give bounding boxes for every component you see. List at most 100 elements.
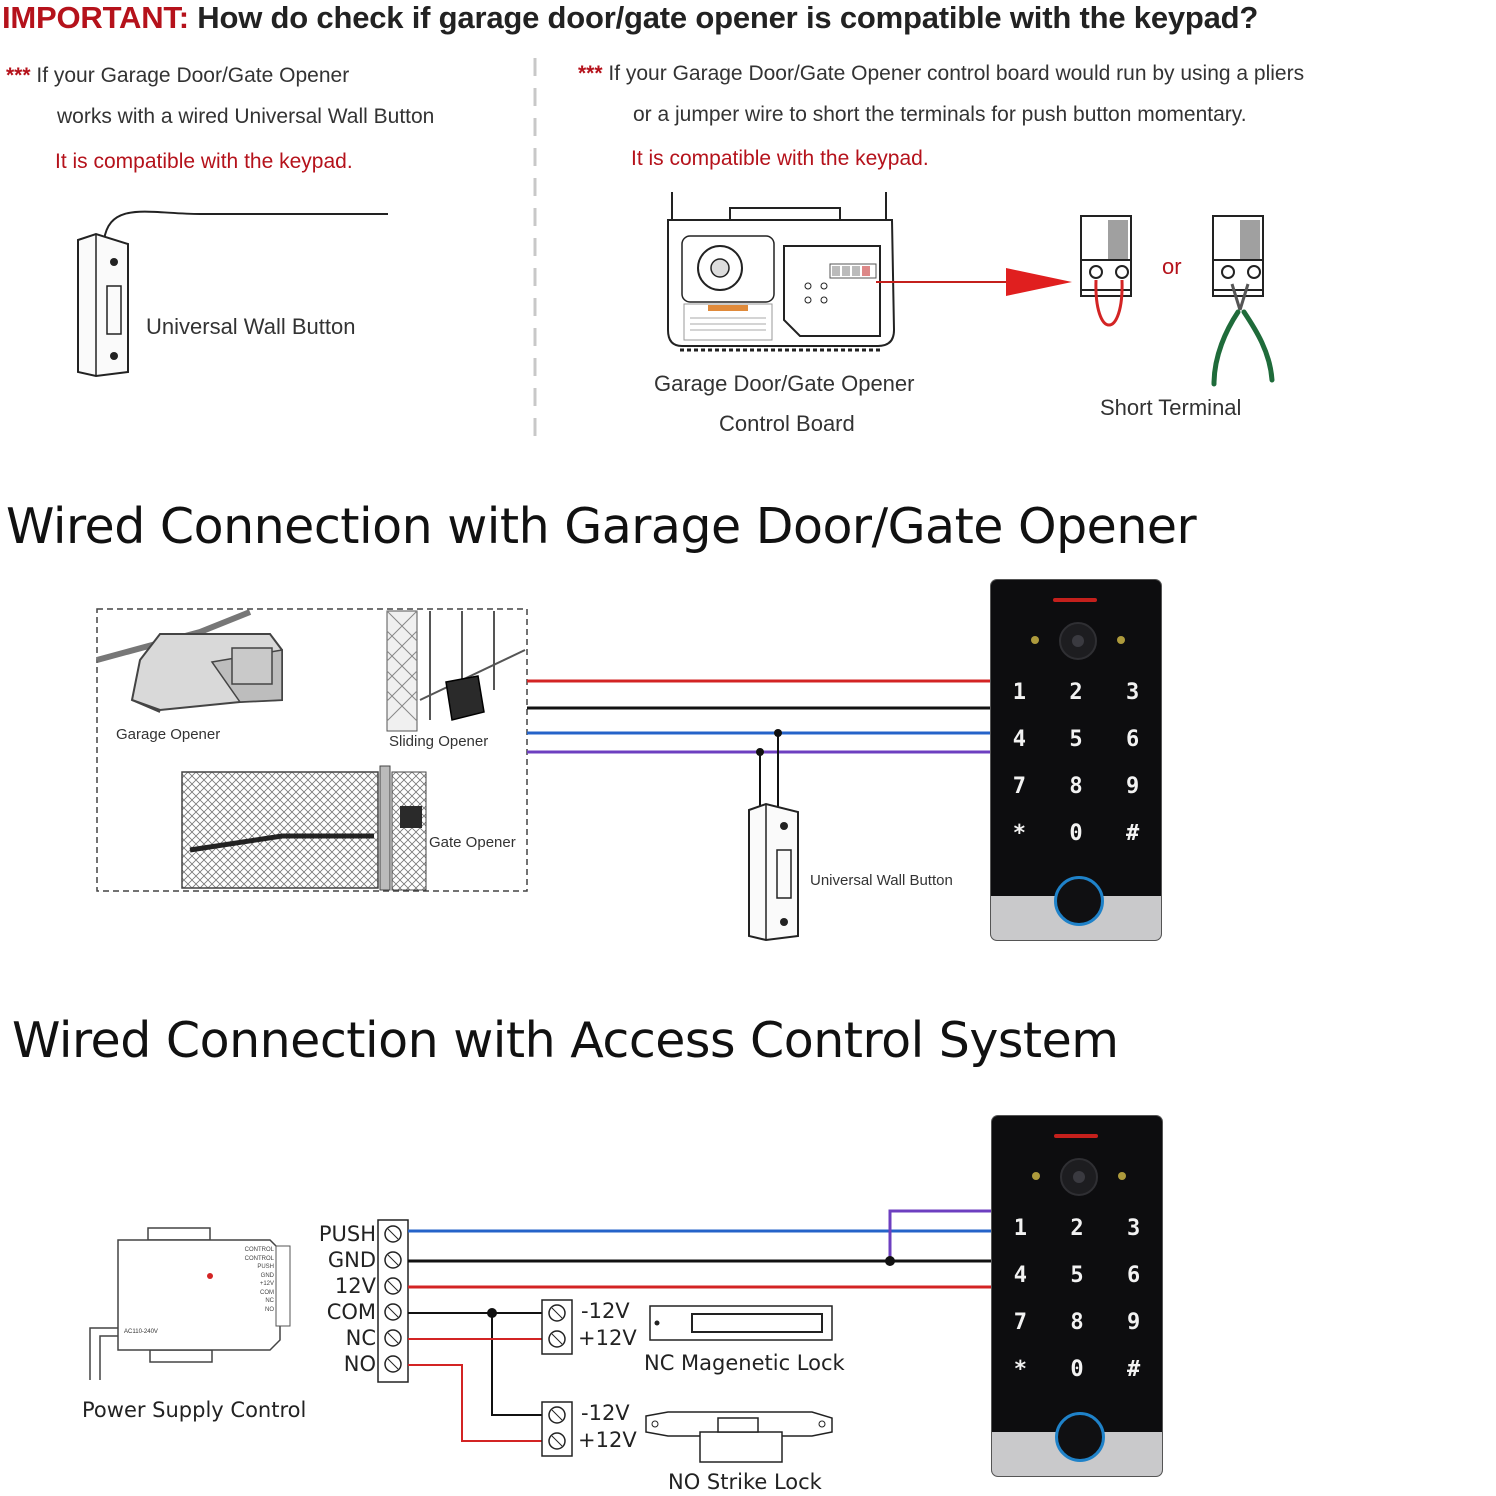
strike-terminals bbox=[541, 1401, 573, 1457]
red-arrow bbox=[876, 268, 1072, 296]
key-7[interactable]: 7 bbox=[1013, 1310, 1027, 1335]
key-4[interactable]: 4 bbox=[1012, 727, 1026, 752]
section-access-title: Wired Connection with Access Control Sys… bbox=[12, 1012, 1119, 1069]
terminal-block-jumper bbox=[1080, 215, 1132, 327]
key-star[interactable]: * bbox=[1013, 1357, 1027, 1382]
terminal-label-push: PUSH bbox=[318, 1222, 376, 1246]
wall-button-middle bbox=[748, 802, 799, 942]
access-wires bbox=[408, 1209, 992, 1442]
right-stars: *** bbox=[578, 62, 603, 85]
keypad-access: 1 2 3 4 5 6 7 8 9 * 0 # bbox=[992, 1116, 1162, 1476]
psu-label-com: COM bbox=[260, 1289, 274, 1296]
gate-opener-drawing bbox=[181, 765, 427, 891]
key-5[interactable]: 5 bbox=[1069, 727, 1083, 752]
indicator-led-left bbox=[1032, 1172, 1040, 1180]
key-bell[interactable]: # bbox=[1126, 821, 1140, 846]
key-5[interactable]: 5 bbox=[1070, 1263, 1084, 1288]
key-9[interactable]: 9 bbox=[1127, 1310, 1141, 1335]
wall-button-top bbox=[77, 210, 388, 378]
strike-lock-drawing bbox=[645, 1411, 833, 1463]
key-2[interactable]: 2 bbox=[1070, 1216, 1084, 1241]
garage-wires bbox=[527, 679, 992, 810]
psu-side-labels: CONTROL CONTROL PUSH GND +12V COM NC NO bbox=[228, 1246, 274, 1314]
key-0[interactable]: 0 bbox=[1069, 821, 1083, 846]
key-9[interactable]: 9 bbox=[1126, 774, 1140, 799]
key-8[interactable]: 8 bbox=[1069, 774, 1083, 799]
status-bar bbox=[1053, 598, 1097, 602]
right-compatible: It is compatible with the keypad. bbox=[631, 147, 929, 170]
psu-input-label: AC110-240V bbox=[124, 1329, 158, 1335]
wall-button-label-top: Universal Wall Button bbox=[146, 314, 356, 339]
power-supply-drawing bbox=[89, 1227, 291, 1380]
magnetic-lock-drawing bbox=[649, 1305, 833, 1341]
psu-label: Power Supply Control bbox=[82, 1398, 307, 1422]
header-question: How do check if garage door/gate opener … bbox=[197, 0, 1259, 35]
psu-label-control-1: CONTROL bbox=[244, 1247, 274, 1253]
sliding-opener-drawing bbox=[386, 610, 526, 732]
key-7[interactable]: 7 bbox=[1012, 774, 1026, 799]
indicator-led-left bbox=[1031, 636, 1039, 644]
key-star[interactable]: * bbox=[1012, 821, 1026, 846]
left-stars: *** bbox=[6, 64, 31, 87]
board-label-1: Garage Door/Gate Opener bbox=[654, 371, 915, 396]
garage-opener-drawing bbox=[96, 609, 283, 713]
psu-label-push: PUSH bbox=[257, 1264, 274, 1270]
terminal-block-pliers bbox=[1211, 215, 1275, 387]
psu-label-control-2: CONTROL bbox=[244, 1255, 274, 1262]
strike-minus: -12V bbox=[581, 1401, 630, 1425]
maglock-terminals bbox=[541, 1299, 573, 1355]
fingerprint-sensor-icon[interactable] bbox=[1054, 876, 1104, 926]
key-1[interactable]: 1 bbox=[1012, 680, 1026, 705]
maglock-minus: -12V bbox=[581, 1299, 630, 1323]
terminal-label-12v: 12V bbox=[334, 1274, 376, 1298]
strike-plus: +12V bbox=[578, 1428, 637, 1452]
key-6[interactable]: 6 bbox=[1127, 1263, 1141, 1288]
key-4[interactable]: 4 bbox=[1013, 1263, 1027, 1288]
key-3[interactable]: 3 bbox=[1126, 680, 1140, 705]
left-line-1-text: If your Garage Door/Gate Opener bbox=[36, 64, 350, 87]
strike-lock-label: NO Strike Lock bbox=[668, 1470, 822, 1494]
keypad-garage: 1 2 3 4 5 6 7 8 9 * 0 # bbox=[991, 580, 1161, 940]
control-board-drawing bbox=[667, 192, 896, 352]
wall-button-label-middle: Universal Wall Button bbox=[810, 872, 953, 889]
terminal-label-nc: NC bbox=[345, 1326, 376, 1350]
psu-label-gnd: GND bbox=[260, 1272, 274, 1279]
keypad-keys: 1 2 3 4 5 6 7 8 9 * 0 # bbox=[991, 680, 1161, 846]
right-line-2: or a jumper wire to short the terminals … bbox=[633, 103, 1247, 126]
right-line-1: *** If your Garage Door/Gate Opener cont… bbox=[578, 62, 1304, 86]
key-bell[interactable]: # bbox=[1127, 1357, 1141, 1382]
sliding-opener-label: Sliding Opener bbox=[389, 733, 489, 750]
psu-label-no: NO bbox=[265, 1306, 274, 1313]
psu-label-nc: NC bbox=[265, 1298, 274, 1304]
terminal-label-no: NO bbox=[343, 1352, 376, 1376]
key-6[interactable]: 6 bbox=[1126, 727, 1140, 752]
gate-opener-label: Gate Opener bbox=[429, 834, 516, 851]
terminal-strip bbox=[377, 1219, 409, 1383]
right-line-1-text: If your Garage Door/Gate Opener control … bbox=[608, 62, 1305, 85]
status-bar bbox=[1054, 1134, 1098, 1138]
left-compatible: It is compatible with the keypad. bbox=[55, 150, 353, 173]
fingerprint-sensor-icon[interactable] bbox=[1055, 1412, 1105, 1462]
terminal-label-gnd: GND bbox=[327, 1248, 376, 1272]
left-line-1: *** If your Garage Door/Gate Opener bbox=[6, 64, 349, 88]
important-label: IMPORTANT: bbox=[2, 0, 189, 35]
key-2[interactable]: 2 bbox=[1069, 680, 1083, 705]
indicator-led-right bbox=[1118, 1172, 1126, 1180]
page-header: IMPORTANT: How do check if garage door/g… bbox=[2, 0, 1258, 36]
left-line-2: works with a wired Universal Wall Button bbox=[57, 105, 435, 128]
key-3[interactable]: 3 bbox=[1127, 1216, 1141, 1241]
camera-icon bbox=[1059, 622, 1097, 660]
key-8[interactable]: 8 bbox=[1070, 1310, 1084, 1335]
maglock-label: NC Magenetic Lock bbox=[644, 1351, 845, 1375]
garage-opener-label: Garage Opener bbox=[116, 726, 221, 743]
board-label-2: Control Board bbox=[719, 411, 855, 436]
short-terminal-label: Short Terminal bbox=[1100, 395, 1242, 420]
camera-icon bbox=[1060, 1158, 1098, 1196]
indicator-led-right bbox=[1117, 636, 1125, 644]
section-garage-title: Wired Connection with Garage Door/Gate O… bbox=[6, 498, 1197, 555]
key-0[interactable]: 0 bbox=[1070, 1357, 1084, 1382]
opener-group-box bbox=[96, 608, 528, 892]
psu-label-12v: +12V bbox=[259, 1281, 274, 1287]
key-1[interactable]: 1 bbox=[1013, 1216, 1027, 1241]
